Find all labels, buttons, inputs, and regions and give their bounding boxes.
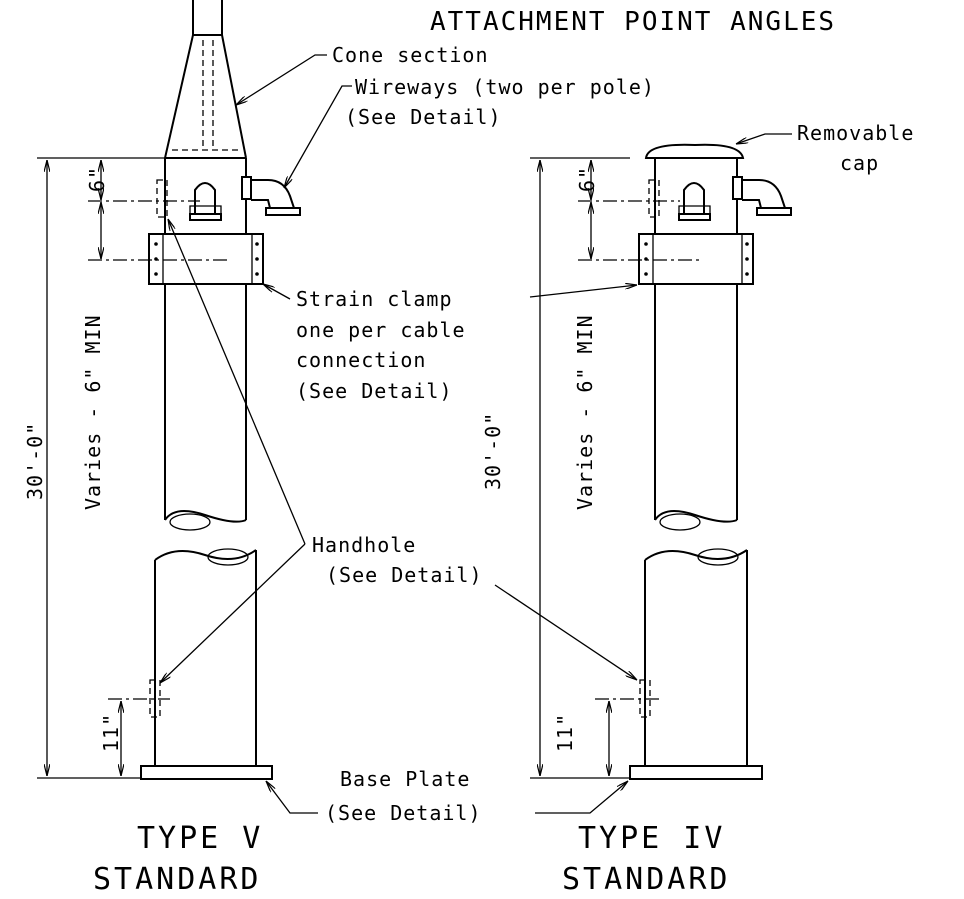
cone-section-label: Cone section	[332, 43, 489, 67]
dimensions-right	[530, 157, 700, 779]
top-offset-dimension-right: 6"	[575, 166, 599, 192]
wireways-label: Wireways (two per pole)	[355, 75, 655, 99]
strain-clamp-left	[148, 233, 264, 285]
type-v-standard-label: STANDARD	[93, 862, 262, 897]
type-v-pole	[140, 0, 301, 780]
strain-clamp-label-3: connection	[296, 348, 426, 372]
removable-cap-label: Removable	[797, 121, 914, 145]
type-iv-label: TYPE IV	[578, 821, 725, 856]
drawing-title: ATTACHMENT POINT ANGLES	[430, 7, 836, 37]
dimensions-left	[37, 157, 230, 779]
strain-clamp-right	[638, 233, 754, 285]
strain-clamp-label-2: one per cable	[296, 318, 466, 342]
wireway-elbow-left	[241, 176, 301, 216]
top-offset-dimension-left: 6"	[85, 166, 109, 192]
wireway-elbow-right	[732, 176, 792, 216]
varies-dimension-left: Varies - 6" MIN	[81, 314, 105, 510]
wireways-detail-label: (See Detail)	[345, 105, 502, 129]
handhole-height-right: 11"	[553, 713, 577, 752]
base-plate-label: Base Plate	[340, 767, 470, 791]
type-iv-standard-label: STANDARD	[562, 862, 731, 897]
handhole-height-left: 11"	[99, 713, 123, 752]
type-iv-pole	[629, 143, 792, 780]
strain-clamp-label-4: (See Detail)	[296, 379, 453, 403]
handhole-label-2: (See Detail)	[326, 563, 483, 587]
height-dimension-left: 30'-0"	[23, 422, 47, 500]
leader-lines	[160, 54, 792, 814]
strain-clamp-label: Strain clamp	[296, 287, 453, 311]
varies-dimension-right: Varies - 6" MIN	[573, 314, 597, 510]
base-plate-label-2: (See Detail)	[325, 801, 482, 825]
handhole-label: Handhole	[312, 533, 416, 557]
type-v-label: TYPE V	[137, 821, 263, 856]
removable-cap-label-2: cap	[840, 151, 879, 175]
height-dimension-right: 30'-0"	[481, 412, 505, 490]
